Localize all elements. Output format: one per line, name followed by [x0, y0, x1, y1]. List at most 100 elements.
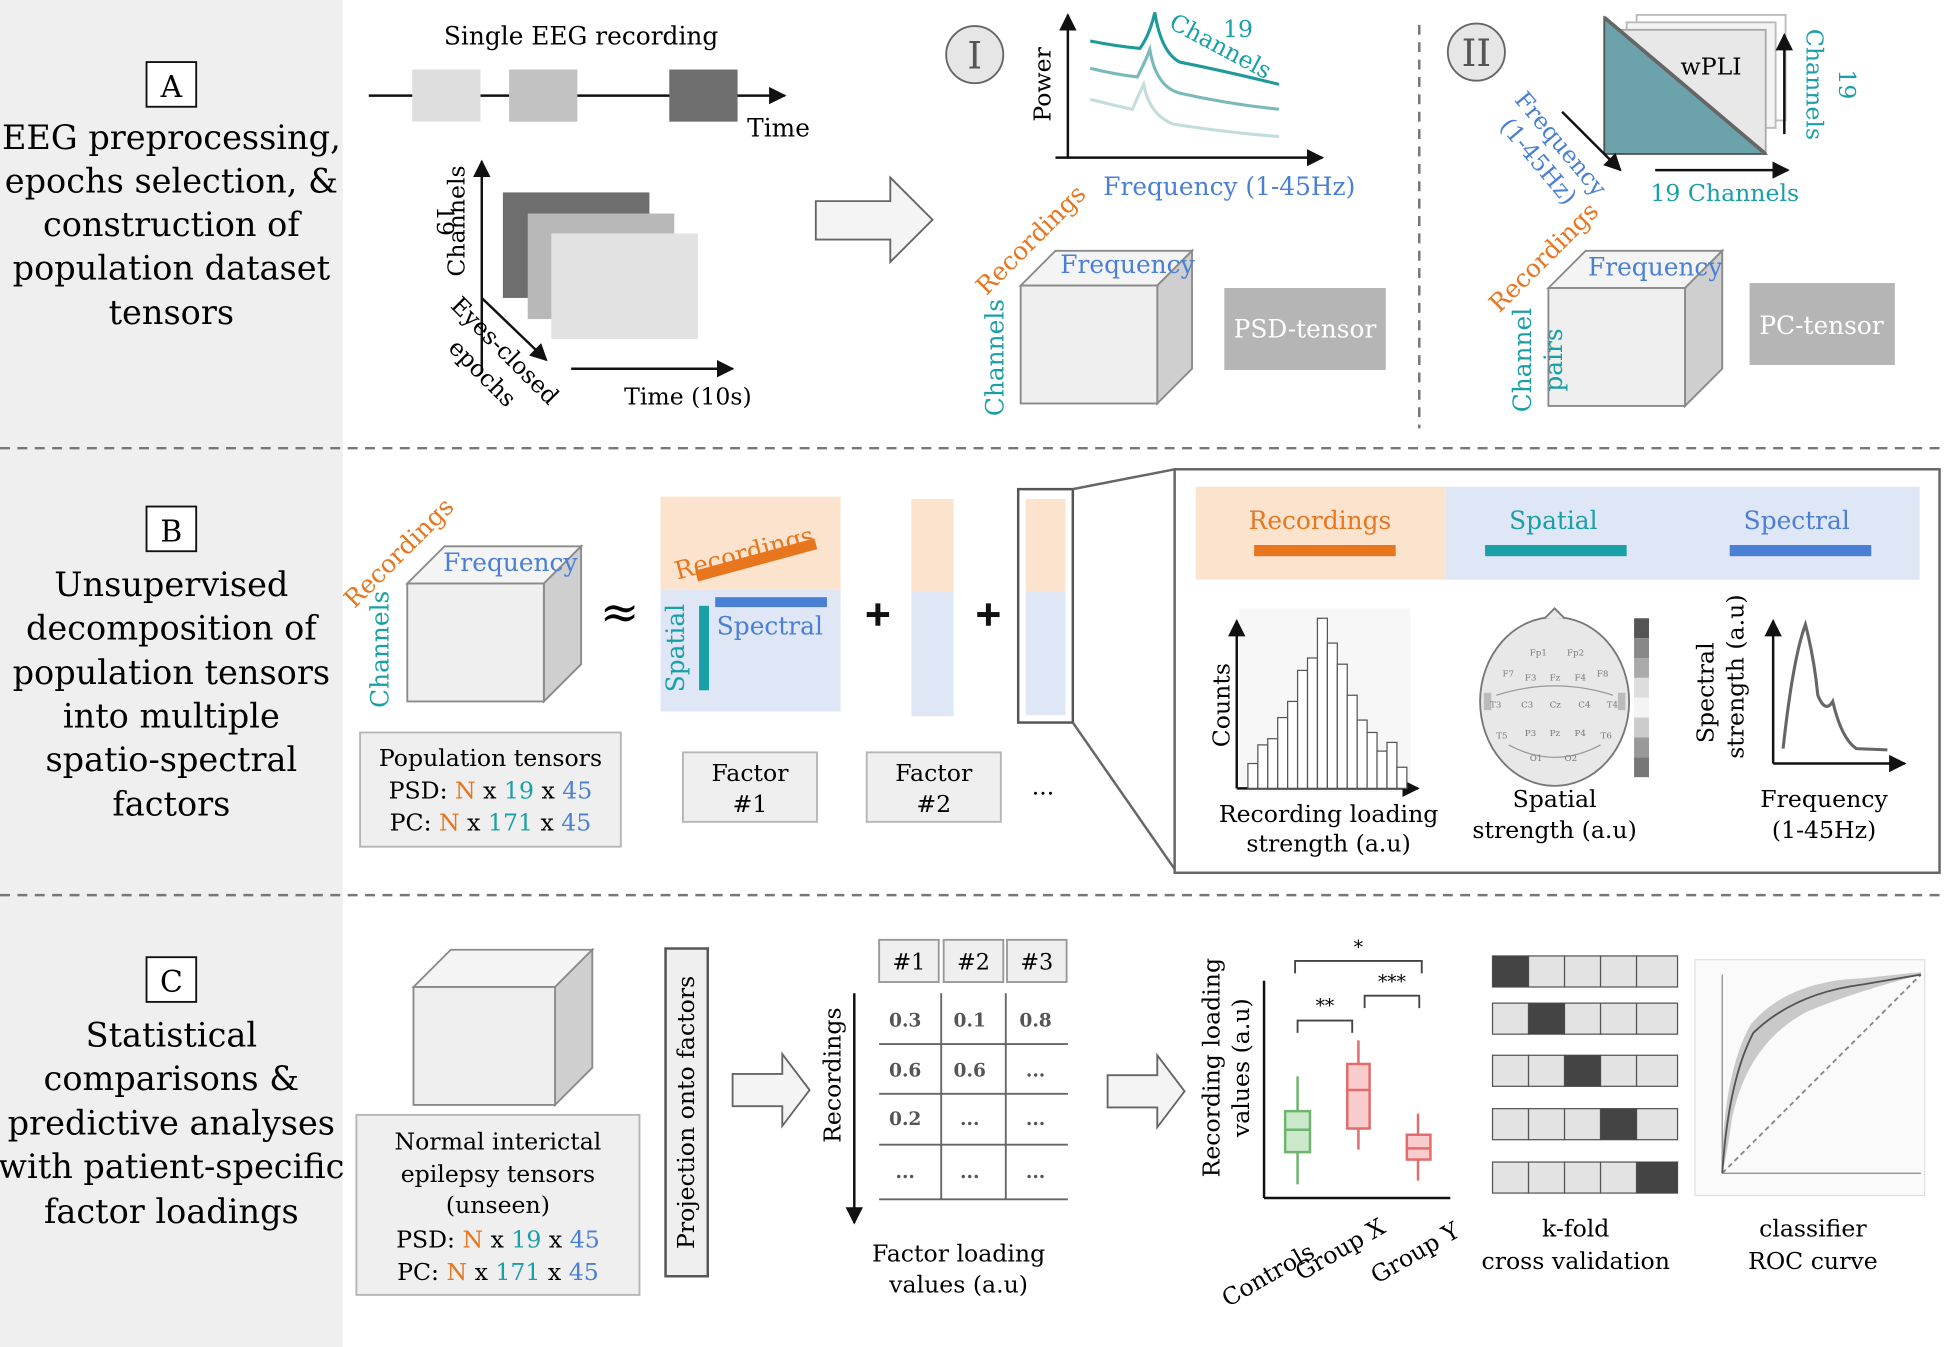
- electrode-label: F7: [1502, 670, 1514, 680]
- channels-label: Channels: [442, 165, 470, 276]
- projection-label: Projection onto factors: [672, 976, 700, 1249]
- population-tensors-box: [359, 731, 622, 848]
- roc-label-1: classifier: [1759, 1215, 1867, 1243]
- factor3-spatial-strip: [1025, 590, 1066, 716]
- electrode-label: P4: [1574, 729, 1586, 739]
- pc-cube-channel: Channel: [1508, 308, 1537, 412]
- electrode-labels: Fp1 Fp2 F7 F3 Fz F4 F8 T3 C3 Cz C4 T4 T5…: [1490, 649, 1619, 765]
- section-c-title-line: predictive analyses: [8, 1104, 335, 1143]
- spectral-ylabel-1: Spectral: [1692, 642, 1720, 743]
- section-a-letter: A: [160, 70, 183, 105]
- recordings-axis-label: Recordings: [819, 1007, 847, 1142]
- detail-recordings-label: Recordings: [1249, 506, 1392, 535]
- pc-cube-pairs: pairs: [1539, 328, 1568, 391]
- hollow-arrow-icon: [814, 175, 934, 265]
- table-cell: 0.2: [889, 1109, 921, 1130]
- psd-curve-3: [1089, 79, 1280, 139]
- table-header-1: #1: [892, 950, 925, 976]
- pc-cube-frequency: Frequency: [1588, 253, 1722, 282]
- sig-bracket-top: [1294, 959, 1423, 974]
- hollow-arrow-icon: [1106, 1052, 1186, 1131]
- wpli-bottom-channels: 19 Channels: [1650, 179, 1799, 207]
- table-cell: 0.6: [889, 1060, 921, 1081]
- roc-curve-icon: [1694, 959, 1926, 1197]
- factor2-recordings-strip: [911, 499, 954, 591]
- spatial-strength-label-1: Spatial: [1513, 785, 1597, 813]
- head-topomap-icon: [1479, 607, 1631, 787]
- factor2-number: #2: [916, 790, 951, 818]
- factor-ellipsis: ...: [1032, 773, 1055, 801]
- plus-icon: [866, 603, 890, 626]
- table-cell: ...: [895, 1162, 914, 1183]
- psd-tensor-label: PSD-tensor: [1234, 315, 1377, 344]
- wpli-label: wPLI: [1681, 52, 1742, 80]
- factor1-number: #1: [733, 790, 768, 818]
- spectral-xlabel-2: (1-45Hz): [1772, 816, 1876, 844]
- kfold-label-2: cross validation: [1482, 1247, 1670, 1275]
- kfold-grid: [1491, 955, 1679, 1194]
- histogram-icon: [1228, 608, 1420, 798]
- boxplot-ylabel-1: Recording loading: [1197, 958, 1225, 1177]
- wpli-matrix-stack: [1603, 13, 1787, 156]
- section-b-title-line: spatio-spectral: [45, 740, 297, 779]
- factor1-recordings-bar: [695, 538, 818, 582]
- factor1-box: [682, 751, 818, 823]
- electrode-label: F4: [1574, 673, 1586, 683]
- wpli-frequency-axis: [1561, 110, 1622, 172]
- psd-tensor-box: [1224, 288, 1386, 370]
- table-xlabel-1: Factor loading: [872, 1239, 1045, 1267]
- section-a-title-line: EEG preprocessing,: [2, 118, 341, 157]
- zoom-line-bottom: [1071, 721, 1176, 870]
- hist-ylabel: Counts: [1207, 663, 1235, 747]
- section-a-title-line: population dataset: [13, 248, 331, 287]
- population-pc-dims: PC: N x 171 x 45: [390, 809, 592, 837]
- factor2-label: Factor: [895, 759, 973, 787]
- detail-recordings-bar: [1254, 545, 1396, 557]
- table-cell: ...: [960, 1162, 979, 1183]
- unseen-psd-dims: PSD: N x 19 x 45: [396, 1226, 600, 1254]
- wpli-channels-num: 19: [1833, 69, 1861, 99]
- cube-icon: [1018, 248, 1195, 406]
- spatial-strength-label-2: strength (a.u): [1472, 816, 1636, 844]
- table-cell: 0.1: [954, 1011, 986, 1032]
- section-a-title-line: epochs selection, &: [5, 161, 338, 200]
- hist-xlabel-2: strength (a.u): [1246, 830, 1410, 858]
- detail-spectral-label: Spectral: [1744, 506, 1850, 535]
- spectral-ylabel-2: strength (a.u): [1721, 594, 1749, 758]
- detail-spectral-bar: [1729, 545, 1872, 557]
- epoch-block-dark: [669, 69, 738, 122]
- table-body: 0.3 0.1 0.8 0.6 0.6 ... 0.2 ... ... ... …: [889, 1011, 1052, 1183]
- cube-icon: [411, 947, 595, 1108]
- table-cell: 0.3: [889, 1011, 921, 1032]
- section-a-title: EEG preprocessing, epochs selection, & c…: [2, 118, 341, 332]
- unseen-line-3: (unseen): [446, 1191, 550, 1219]
- spectral-curve: [1781, 619, 1888, 752]
- recording-title: Single EEG recording: [444, 22, 718, 51]
- psd-cube-frequency: Frequency: [1060, 250, 1194, 279]
- left-panel-background: [0, 0, 343, 1347]
- electrode-label: T5: [1496, 732, 1507, 742]
- psd-curve-2: [1089, 43, 1280, 111]
- table-grid: [879, 993, 1068, 1201]
- panel-i-channels-num: 19: [1223, 15, 1253, 43]
- table-cell: 0.6: [954, 1060, 986, 1081]
- unseen-line-1: Normal interictal: [395, 1128, 602, 1156]
- section-b-letter-box: [145, 505, 198, 553]
- electrode-label: C3: [1521, 701, 1533, 711]
- section-c-title-line: Statistical: [86, 1016, 257, 1055]
- sig-top-label: *: [1354, 937, 1363, 958]
- table-header-cell: [942, 938, 1005, 983]
- section-c-letter-box: [145, 956, 198, 1003]
- sig-bracket-left: [1296, 1019, 1354, 1033]
- pop-cube-channels: Channels: [366, 591, 395, 708]
- table-cell: ...: [1026, 1060, 1045, 1081]
- table-cell: ...: [960, 1109, 979, 1130]
- electrode-label: C4: [1578, 701, 1591, 711]
- electrode-label: F3: [1525, 673, 1537, 683]
- panel-ii-numeral: II: [1462, 31, 1491, 75]
- factor1-spectral-bar: [715, 597, 827, 608]
- detail-spatial-spectral-band: [1445, 486, 1920, 580]
- electrode-label: Fz: [1550, 673, 1561, 683]
